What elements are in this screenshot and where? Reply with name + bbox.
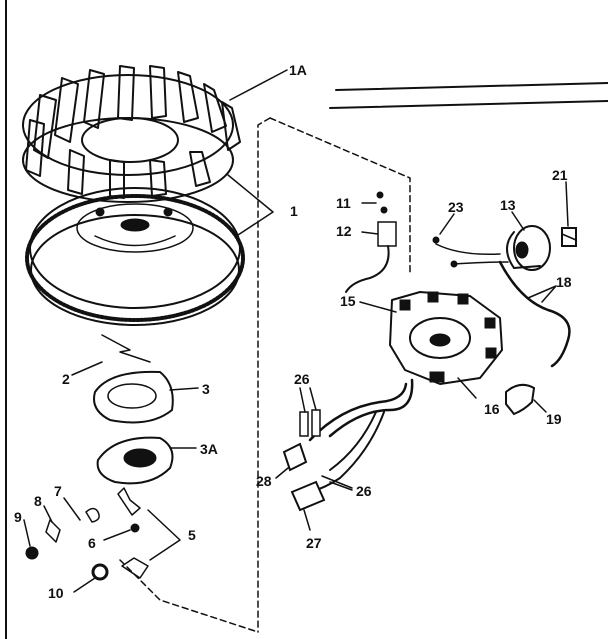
label-2: 2 [62, 371, 70, 387]
label-1a: 1A [289, 62, 307, 78]
label-28: 28 [256, 473, 272, 489]
label-10: 10 [48, 585, 64, 601]
flywheel-fan [22, 65, 241, 203]
flywheel-key [71, 334, 151, 376]
label-6: 6 [88, 535, 96, 551]
small-parts-cluster [23, 487, 181, 593]
label-12: 12 [336, 223, 352, 239]
ignition-armature [359, 291, 503, 399]
lead-wire-18 [498, 260, 571, 368]
label-16: 16 [484, 401, 500, 417]
plate-3 [93, 370, 199, 424]
label-19: 19 [546, 411, 562, 427]
label-5: 5 [188, 527, 196, 543]
bracket-21 [561, 181, 577, 247]
label-8: 8 [34, 493, 42, 509]
wire-23 [432, 213, 509, 268]
terminal-11-12 [345, 191, 397, 293]
boot-19 [505, 383, 547, 416]
label-11: 11 [336, 195, 351, 211]
plate-3a [96, 436, 197, 485]
label-27: 27 [306, 535, 322, 551]
label-3: 3 [202, 381, 210, 397]
callout-labels: 1A 1 2 3 3A 5 6 7 8 9 10 11 12 13 15 16 … [14, 62, 572, 601]
dashed-assembly-boundary [119, 117, 411, 633]
leader-lines-flywheel [227, 69, 288, 236]
label-26-lower: 26 [356, 483, 372, 499]
label-3a: 3A [200, 441, 218, 457]
coil-13 [506, 211, 551, 271]
label-18: 18 [556, 274, 572, 290]
flywheel [25, 187, 245, 326]
label-23: 23 [448, 199, 464, 215]
label-15: 15 [340, 293, 356, 309]
label-13: 13 [500, 197, 516, 213]
label-1: 1 [290, 203, 298, 219]
label-21: 21 [552, 167, 568, 183]
wire-harness [275, 378, 414, 531]
label-26-upper: 26 [294, 371, 310, 387]
header-rules [329, 82, 608, 109]
label-9: 9 [14, 509, 22, 525]
label-7: 7 [54, 483, 62, 499]
